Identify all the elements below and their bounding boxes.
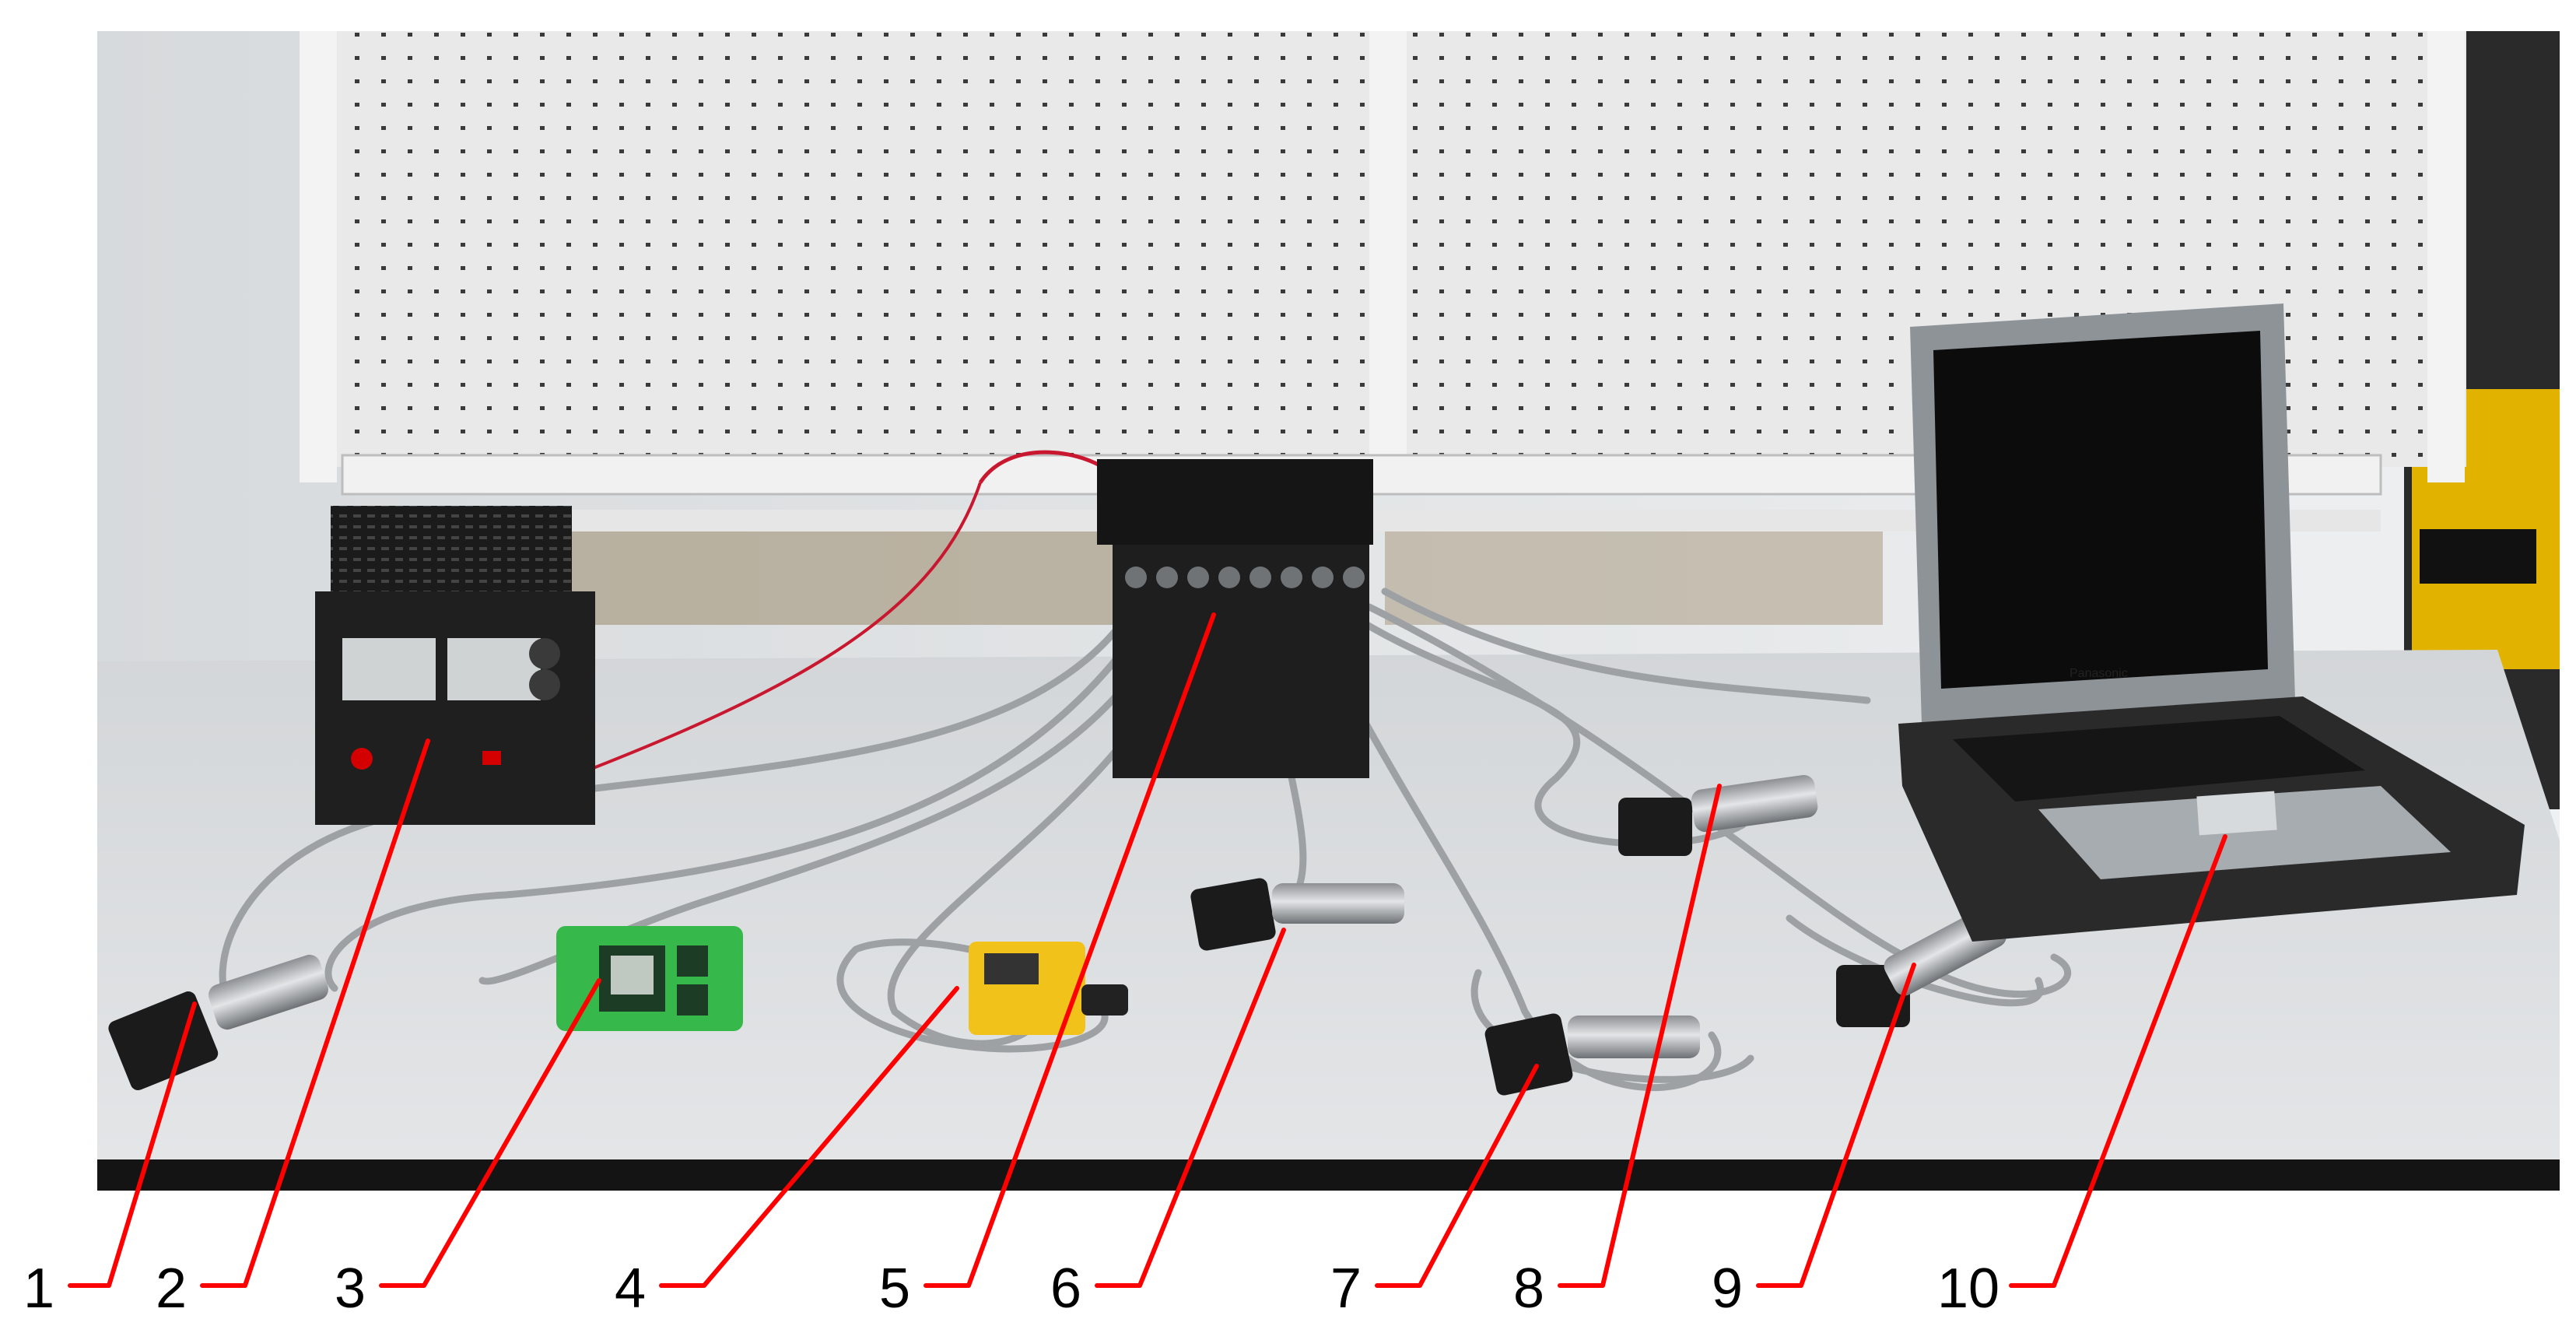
label-5: 5 [879, 1258, 910, 1320]
pressure-transducer-6 [1190, 878, 1404, 951]
leader-line-1 [68, 1002, 197, 1288]
label-6: 6 [1050, 1258, 1081, 1320]
callout-labels: 1 2 3 4 5 6 7 8 9 10 [23, 1258, 1999, 1320]
pegboard-post-left [300, 31, 337, 482]
leader-line-2 [200, 738, 430, 1288]
table-edge [97, 1159, 2560, 1191]
power-supply [315, 506, 595, 825]
pegboard-post-middle [1369, 31, 1407, 482]
leader-lines [68, 612, 2227, 1288]
leader-line-8 [1558, 784, 1722, 1288]
leader-line-10 [2009, 834, 2227, 1288]
display-unit [556, 926, 743, 1031]
label-4: 4 [615, 1258, 646, 1320]
leader-line-5 [924, 612, 1216, 1288]
pressure-transducer-7 [1484, 1013, 1700, 1096]
label-3: 3 [335, 1258, 366, 1320]
label-8: 8 [1513, 1258, 1544, 1320]
laptop-brand: Panasonic [2070, 667, 2128, 680]
data-acquisition-box [1097, 459, 1373, 778]
label-1: 1 [23, 1258, 54, 1320]
leader-line-4 [659, 986, 959, 1288]
yellow-sensor [969, 942, 1128, 1035]
label-10: 10 [1937, 1258, 1999, 1320]
pressure-transducer-8 [1618, 774, 1818, 856]
leader-line-6 [1095, 928, 1286, 1288]
pegboard-post-right [2427, 31, 2465, 482]
label-2: 2 [156, 1258, 187, 1320]
leader-line-7 [1375, 1064, 1539, 1288]
photograph: Panasonic [97, 31, 2560, 1191]
leader-line-9 [1756, 963, 1916, 1288]
label-7: 7 [1330, 1258, 1362, 1320]
label-9: 9 [1712, 1258, 1743, 1320]
leader-line-3 [379, 978, 601, 1288]
laptop: Panasonic [1898, 303, 2525, 942]
